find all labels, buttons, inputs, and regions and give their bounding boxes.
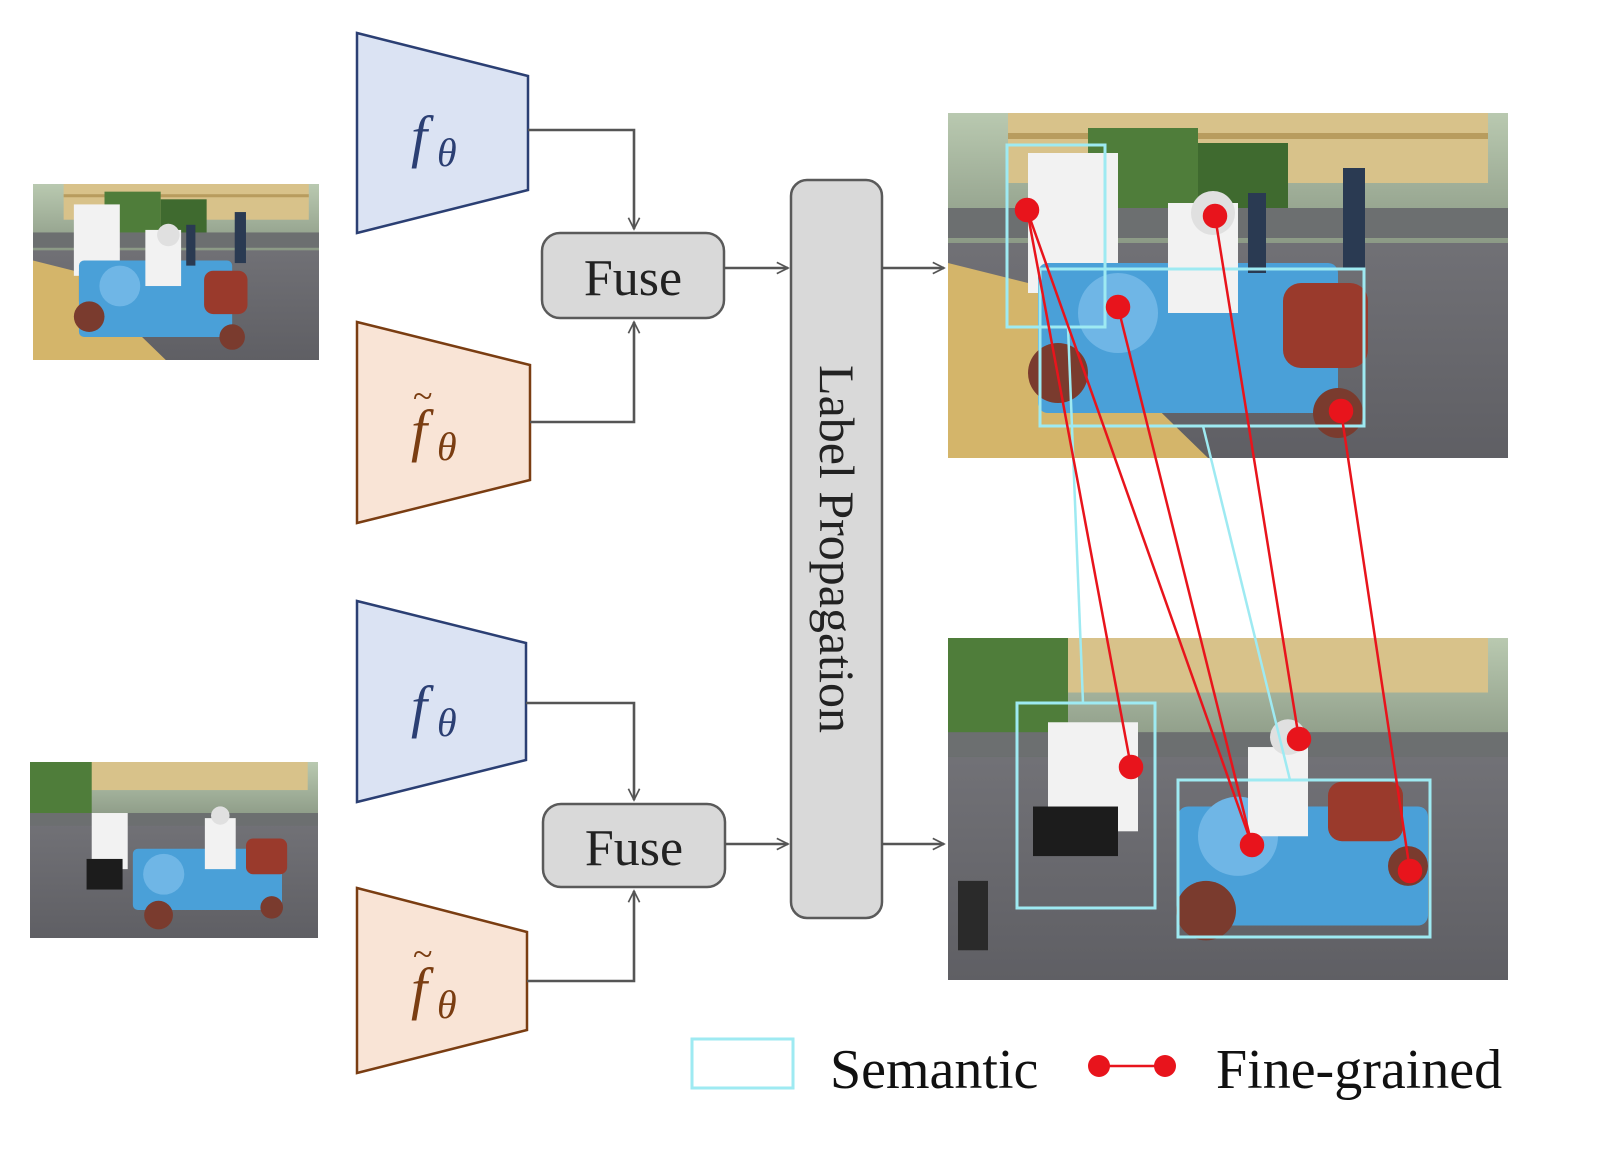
semantic-correspondences xyxy=(1005,143,1432,939)
encoder-f-top: f θ xyxy=(355,31,530,235)
semantic-link-cart xyxy=(1201,425,1292,781)
encoder-f-tilde-top-shape xyxy=(355,320,532,525)
finegrained-legend-label: Fine-grained xyxy=(1216,1039,1502,1101)
semantic-legend-swatch xyxy=(690,1037,795,1090)
arrow-f-top-to-fuse xyxy=(528,128,634,229)
finegrained-link-4 xyxy=(1025,209,1254,846)
encoder-f-top-shape xyxy=(355,31,530,235)
encoder-f-bottom-subscript: θ xyxy=(437,700,457,745)
encoder-f-tilde-top-subscript: θ xyxy=(437,424,457,469)
output-image-top xyxy=(948,113,1508,458)
semantic-box-bottom-person xyxy=(1015,701,1157,910)
semantic-box-top-person xyxy=(1005,143,1107,329)
tilde-icon: ~ xyxy=(413,934,432,974)
semantic-box-bottom-cart xyxy=(1176,778,1432,939)
label-propagation-box: Label Propagation xyxy=(789,178,884,920)
semantic-legend-label: Semantic xyxy=(830,1039,1038,1101)
tilde-icon: ~ xyxy=(413,376,432,416)
finegrained-point xyxy=(1014,197,1040,223)
finegrained-point xyxy=(1328,398,1354,424)
finegrained-point xyxy=(1202,203,1228,229)
arrow-ftilde-top-to-fuse xyxy=(530,322,634,424)
finegrained-point xyxy=(1239,832,1265,858)
fuse-box-top: Fuse xyxy=(540,231,726,320)
finegrained-link-5 xyxy=(1339,410,1412,872)
semantic-link-person xyxy=(1066,326,1085,704)
finegrained-point xyxy=(1286,726,1312,752)
finegrained-link-1 xyxy=(1025,209,1133,768)
fuse-box-bottom: Fuse xyxy=(541,802,727,889)
connector-arrows xyxy=(526,128,944,983)
encoder-f-tilde-bottom-subscript: θ xyxy=(437,982,457,1027)
input-image-bottom xyxy=(30,762,318,938)
finegrained-legend-dot xyxy=(1154,1055,1176,1077)
encoder-f-top-subscript: θ xyxy=(437,130,457,175)
semantic-box-top-cart xyxy=(1038,267,1366,428)
fuse-label-bottom: Fuse xyxy=(585,820,683,877)
output-image-bottom xyxy=(948,638,1508,980)
finegrained-point xyxy=(1105,294,1131,320)
encoder-f-tilde-bottom: f ~ θ xyxy=(355,886,529,1075)
arrow-f-bottom-to-fuse xyxy=(526,701,634,800)
encoder-f-bottom-shape xyxy=(355,599,528,804)
legend: Semantic Fine-grained xyxy=(690,1037,1502,1101)
fuse-label-top: Fuse xyxy=(584,250,682,307)
finegrained-legend-dot xyxy=(1088,1055,1110,1077)
input-image-top xyxy=(33,184,319,360)
finegrained-link-2 xyxy=(1213,215,1301,740)
encoder-f-tilde-top: f ~ θ xyxy=(355,320,532,525)
encoder-f-bottom: f θ xyxy=(355,599,528,804)
label-propagation-label: Label Propagation xyxy=(809,365,865,733)
encoder-f-tilde-bottom-shape xyxy=(355,886,529,1075)
finegrained-point xyxy=(1118,754,1144,780)
arrow-ftilde-bottom-to-fuse xyxy=(527,891,634,983)
finegrained-correspondences xyxy=(1014,197,1423,884)
finegrained-point xyxy=(1397,858,1423,884)
finegrained-link-3 xyxy=(1116,306,1254,846)
